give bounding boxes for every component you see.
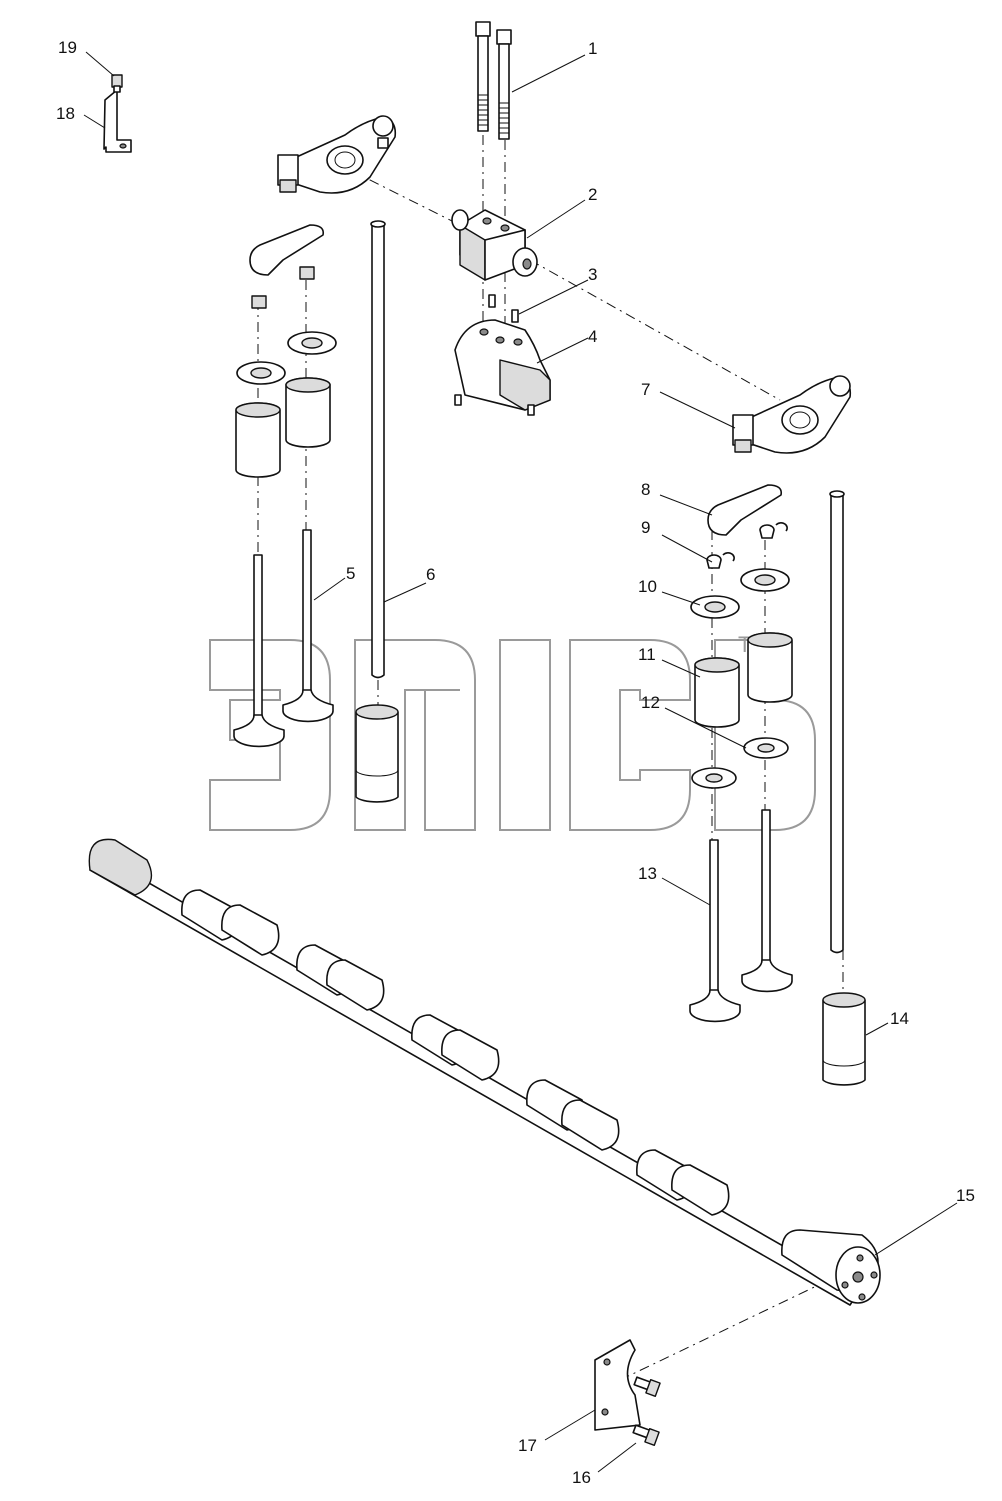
- right-valve-keepers: [706, 522, 788, 569]
- left-valve-bridge: [249, 224, 325, 309]
- callout-3: 3: [588, 265, 597, 284]
- right-spring-retainers: [690, 568, 790, 619]
- right-valve-springs: [694, 632, 793, 728]
- callout-14: 14: [890, 1009, 909, 1028]
- left-valve-springs: [235, 377, 331, 478]
- rocker-support-bracket: [454, 319, 551, 416]
- callout-6: 6: [426, 565, 435, 584]
- callout-10: 10: [638, 577, 657, 596]
- callout-19: 19: [58, 38, 77, 57]
- camshaft: [88, 838, 881, 1306]
- right-valve-bridge: [707, 484, 783, 536]
- callout-18: 18: [56, 104, 75, 123]
- dowel-pins: [488, 294, 519, 323]
- small-bracket: [103, 89, 132, 153]
- right-tappet: [822, 992, 866, 1086]
- thrust-plate-screws: [632, 1376, 661, 1446]
- callout-numbers: 1 2 3 4 5 6 7 8 9 10 11 12 13 14 15 16 1…: [56, 38, 975, 1487]
- thrust-plate: [594, 1339, 641, 1431]
- right-rocker-arm: [732, 375, 852, 454]
- callout-16: 16: [572, 1468, 591, 1487]
- left-valves: [233, 529, 334, 748]
- right-spring-washers: [691, 737, 789, 789]
- bracket-screw: [111, 74, 123, 93]
- callout-13: 13: [638, 864, 657, 883]
- leader-lines: [83, 51, 958, 1473]
- bolt-pair: [475, 21, 512, 140]
- callout-17: 17: [518, 1436, 537, 1455]
- left-rocker-arm: [277, 115, 397, 194]
- callout-11: 11: [638, 645, 656, 664]
- callout-1: 1: [588, 39, 597, 58]
- left-push-rod: [370, 220, 386, 679]
- callout-12: 12: [641, 693, 660, 712]
- left-spring-retainers: [236, 331, 337, 385]
- callout-4: 4: [588, 327, 597, 346]
- callout-5: 5: [346, 564, 355, 583]
- left-tappet: [355, 704, 399, 803]
- right-valves: [689, 809, 793, 1023]
- callout-2: 2: [588, 185, 597, 204]
- callout-7: 7: [641, 380, 650, 399]
- callout-15: 15: [956, 1186, 975, 1205]
- callout-9: 9: [641, 518, 650, 537]
- rocker-shaft-block: [451, 209, 538, 281]
- right-push-rod: [829, 490, 845, 954]
- callout-8: 8: [641, 480, 650, 499]
